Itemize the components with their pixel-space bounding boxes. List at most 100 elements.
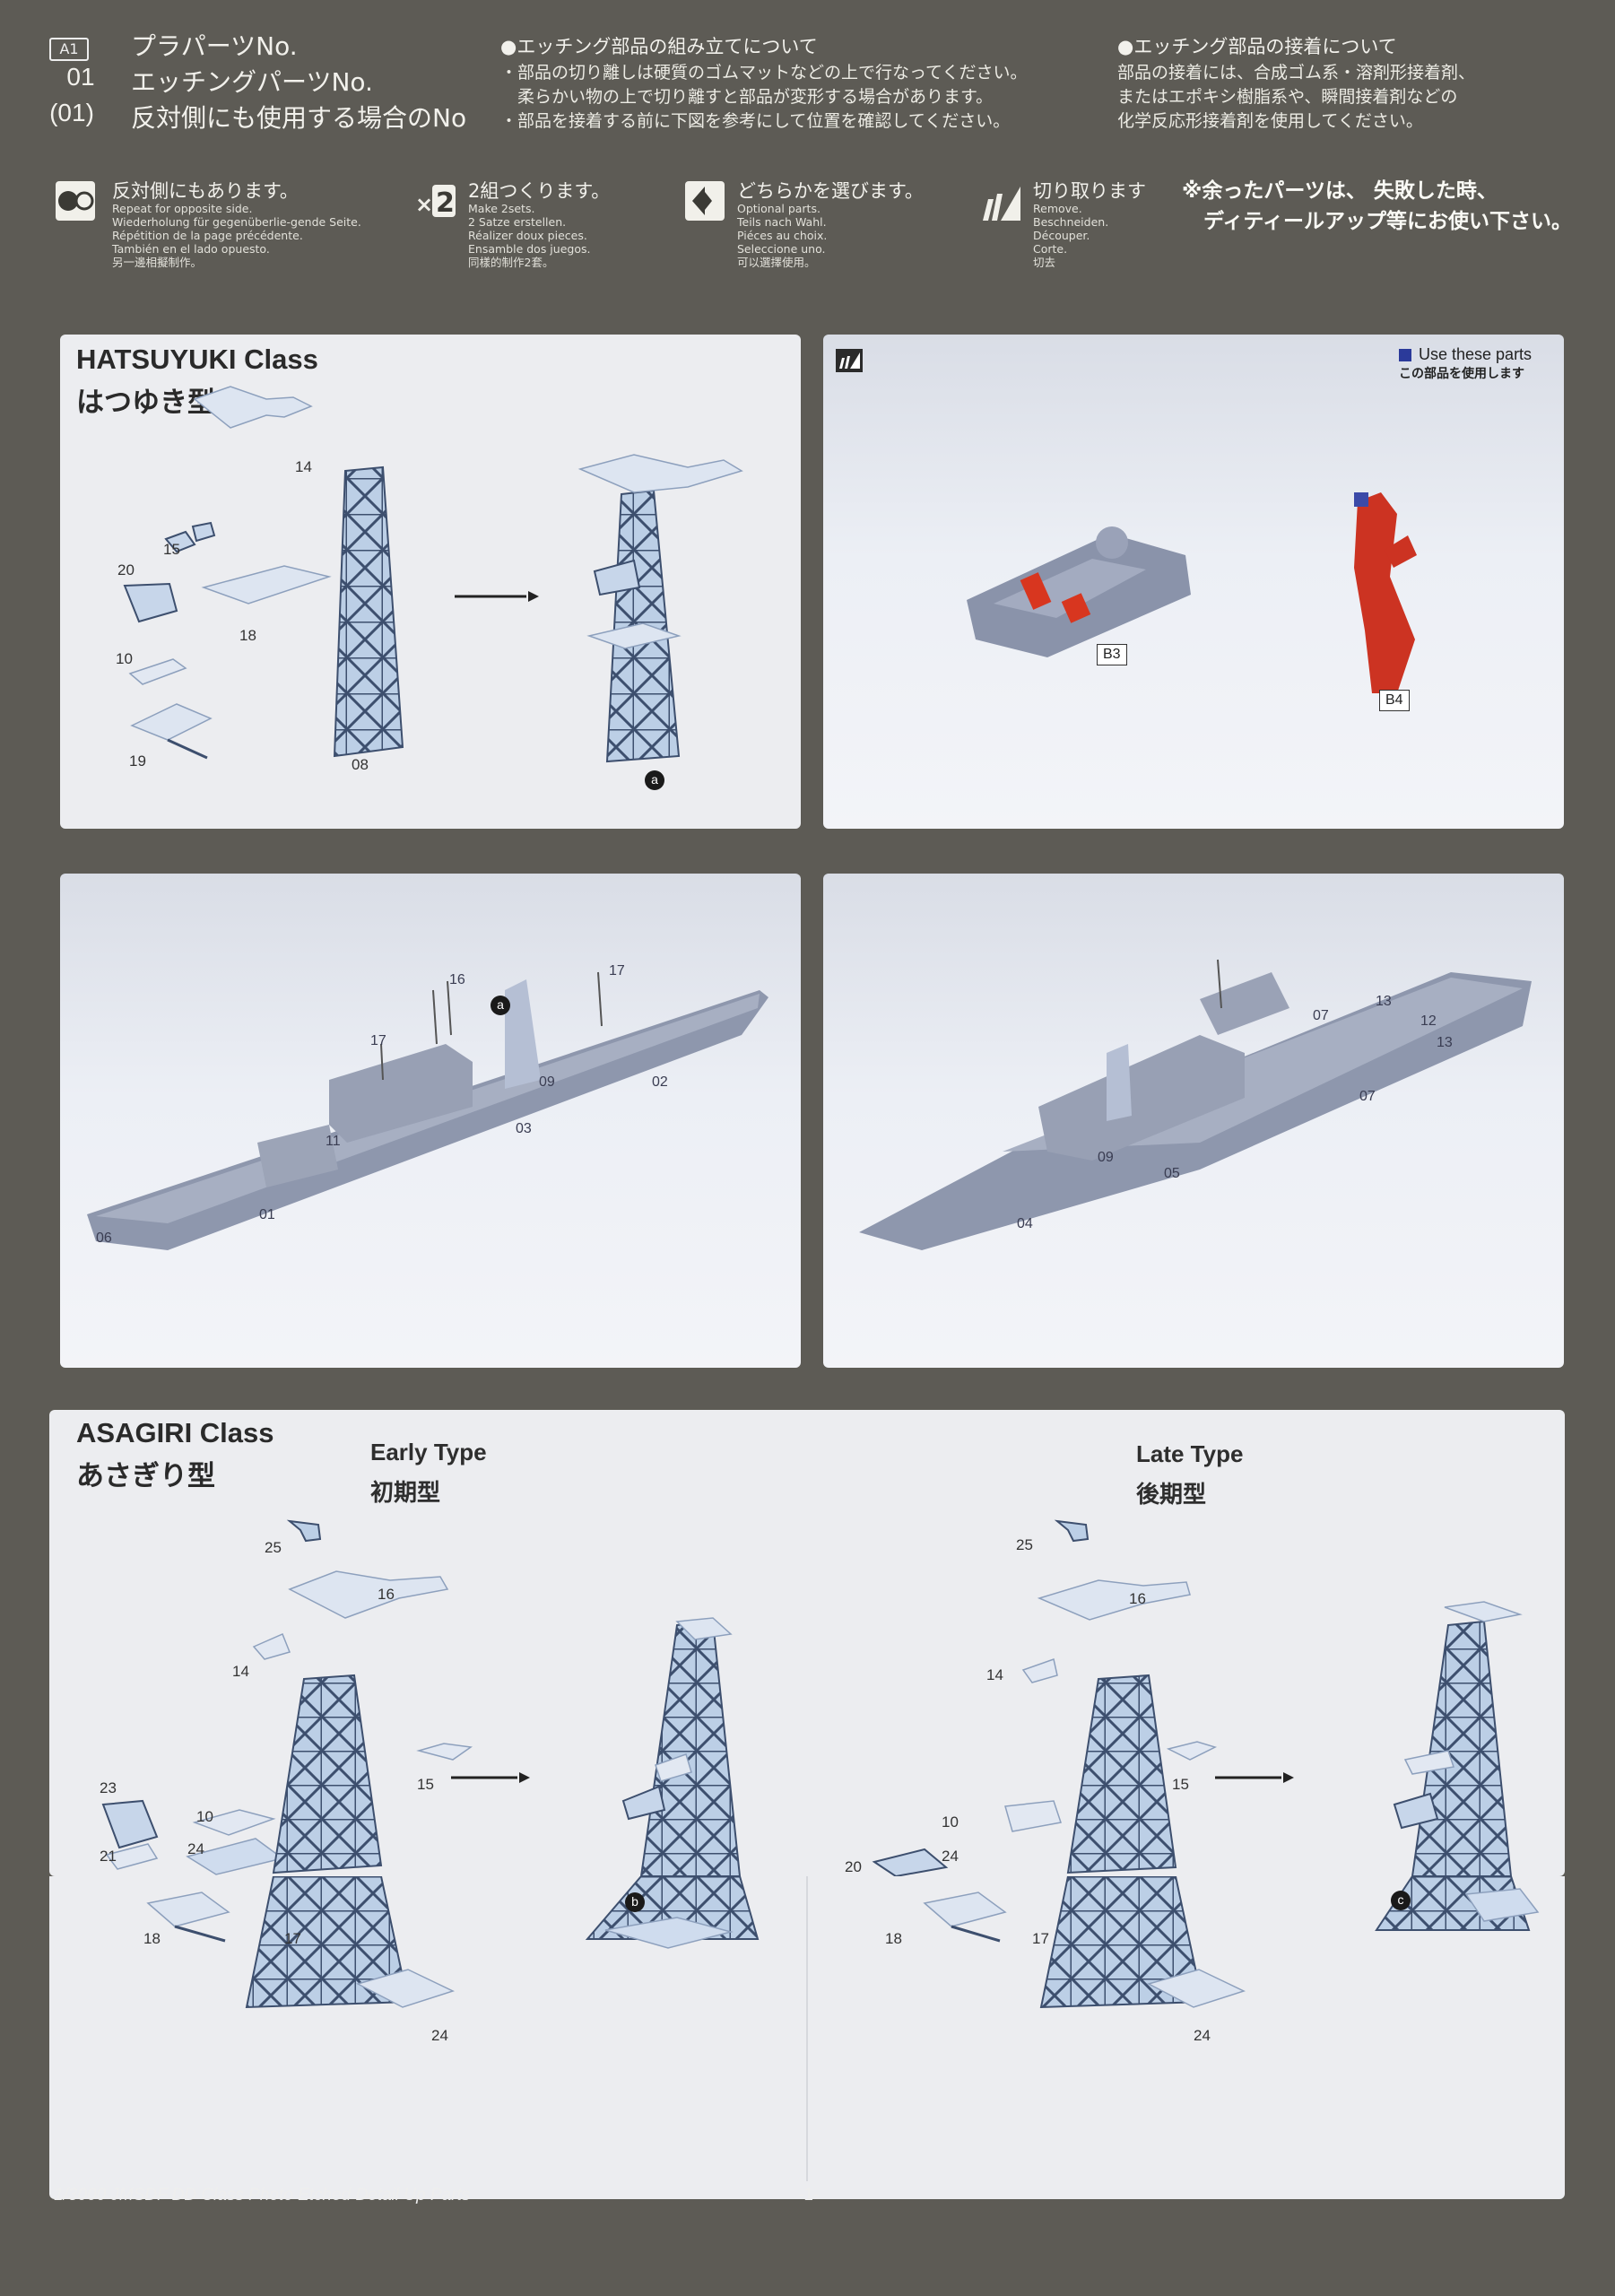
part-label: 18 [239, 627, 256, 644]
remark-line: ※余ったパーツは、 失敗した時、 [1182, 179, 1498, 203]
symbol-opposite-label: 反対側にもあります。 [112, 180, 299, 202]
ship-part-label: 01 [259, 1207, 275, 1222]
parts-photo [836, 349, 1417, 693]
two-sets-icon: × 2 [415, 185, 456, 219]
part-label: 23 [100, 1779, 117, 1796]
symbol-opposite-sub: Repeat for opposite side. Wiederholung f… [112, 202, 361, 269]
sub-line: Make 2sets. [468, 202, 535, 215]
hatsuyuki-assembly-diagram [123, 386, 743, 763]
sub-line: Wiederholung für gegenüberlie-gende Seit… [112, 215, 361, 229]
part-label: 18 [143, 1930, 161, 1947]
late-type-title: Late Type [1136, 1440, 1244, 1467]
ship-part-label: 07 [1359, 1089, 1376, 1104]
assembly-result-marker: c [1391, 1891, 1411, 1910]
ship-part-label: 06 [96, 1231, 112, 1246]
symbol-choice-label: どちらかを選びます。 [737, 180, 924, 202]
part-label: 21 [100, 1848, 117, 1865]
part-label-b4: B4 [1379, 690, 1410, 711]
assembly-notes: ●エッチング部品の組み立てについて ・部品の切り離しは硬質のゴムマットなどの上で… [500, 32, 1128, 132]
ship-part-label: 17 [609, 963, 625, 978]
legend-code-opposite: (01) [49, 99, 94, 126]
part-label: 10 [116, 650, 133, 667]
ship-part-label: 16 [449, 972, 465, 987]
late-type-title-jp: 後期型 [1136, 1482, 1207, 1509]
part-label: 20 [845, 1858, 862, 1875]
early-type-title: Early Type [370, 1439, 487, 1465]
part-label: 15 [163, 541, 180, 558]
ship-part-label: 13 [1376, 994, 1392, 1009]
ship-photo-1 [87, 971, 768, 1250]
glue-note-line: 部品の接着には、合成ゴム系・溶剤形接着剤、 [1117, 63, 1476, 83]
svg-text:×: × [415, 192, 433, 217]
symbol-cut-label: 切り取ります [1033, 180, 1146, 202]
assembly-result-marker: a [645, 770, 664, 790]
part-label: 24 [431, 2027, 448, 2044]
remark-line: ディティールアップ等にお使い下さい。 [1203, 210, 1573, 233]
part-label: 16 [378, 1586, 395, 1603]
part-label: 10 [196, 1808, 213, 1825]
use-note-label: Use these parts [1419, 345, 1533, 363]
part-label: 14 [986, 1666, 1003, 1683]
symbol-cut-sub: Remove. Beschneiden. Découper. Corte. 切去 [1033, 202, 1108, 269]
part-label: 15 [1172, 1776, 1189, 1793]
part-label: 18 [885, 1930, 902, 1947]
cut-icon [983, 187, 1020, 221]
early-type-title-jp: 初期型 [370, 1480, 441, 1507]
part-label: 17 [284, 1930, 301, 1947]
part-label: 24 [187, 1840, 204, 1857]
symbol-opposite-side [54, 179, 97, 222]
assembly-note-line: ・部品を接着する前に下図を参考にして位置を確認してください。 [500, 111, 1011, 131]
glue-note-line: 化学反応形接着剤を使用してください。 [1117, 111, 1423, 131]
use-note-label-jp: この部品を使用します [1399, 367, 1524, 381]
part-label: 20 [117, 561, 135, 578]
sub-line: Teils nach Wahl. [737, 215, 827, 229]
ship-part-label: 05 [1164, 1166, 1180, 1181]
sub-line: Ensamble dos juegos. [468, 242, 591, 256]
symbol-two-sets-sub: Make 2sets. 2 Satze erstellen. Réalizer … [468, 202, 590, 269]
ship-part-label: 09 [1098, 1150, 1114, 1165]
sub-line: Optional parts. [737, 202, 821, 215]
symbol-two-sets: × 2 [414, 179, 457, 222]
page-number: -1- [798, 2186, 820, 2205]
assembly-result-marker: b [625, 1892, 645, 1912]
hatsuyuki-title-jp: はつゆき型 [76, 387, 215, 419]
part-label: 17 [1032, 1930, 1049, 1947]
symbol-two-sets-label: 2組つくります。 [468, 180, 611, 202]
sub-line: Réalizer doux pieces. [468, 229, 587, 242]
asagiri-assembly-diagram-lower [146, 1876, 1540, 2181]
sub-line: 可以選擇使用。 [737, 256, 816, 269]
part-label: 25 [1016, 1536, 1033, 1553]
sub-line: Répétition de la page précédente. [112, 229, 303, 242]
part-label: 16 [1129, 1590, 1146, 1607]
ship-part-label: 07 [1313, 1008, 1329, 1023]
sub-line: Seleccione uno. [737, 242, 826, 256]
ship-part-label: 13 [1437, 1035, 1453, 1050]
assembly-note-line: ・部品の切り離しは硬質のゴムマットなどの上で行なってください。 [500, 63, 1028, 83]
legend-etching-part-no: エッチングパーツNo. [131, 67, 373, 97]
hatsuyuki-title: HATSUYUKI Class [76, 344, 318, 375]
assembly-notes-title: ●エッチング部品の組み立てについて [500, 36, 818, 57]
symbol-choice [683, 179, 726, 222]
choice-icon [685, 181, 725, 221]
asagiri-assembly-diagram [101, 1519, 1523, 1876]
part-label: 10 [942, 1813, 959, 1831]
symbol-cut [979, 181, 1022, 224]
part-label: 24 [1194, 2027, 1211, 2044]
legend-badge: A1 [49, 38, 89, 61]
hatsuyuki-diagram-panel: HATSUYUKI Class はつゆき型 14 [60, 335, 801, 829]
asagiri-diagram-panel: ASAGIRI Class あさぎり型 Early Type 初期型 Late … [49, 1410, 1565, 1876]
part-label: 14 [232, 1663, 249, 1680]
legend-plastic-part-no: プラパーツNo. [131, 31, 298, 61]
part-label: 14 [295, 458, 312, 475]
ship-part-label: 02 [652, 1074, 668, 1090]
footer-product-name: 1/3000 JMSDF DD Class Photo Etched Detai… [54, 2186, 471, 2205]
svg-text:2: 2 [436, 187, 455, 219]
sub-line: Corte. [1033, 242, 1068, 256]
ship-part-label: 12 [1420, 1013, 1437, 1029]
glue-note-line: またはエポキシ樹脂系や、瞬間接着剤などの [1117, 87, 1458, 107]
part-label: 15 [417, 1776, 434, 1793]
legend-opposite-no: 反対側にも使用する場合のNo [131, 103, 467, 133]
sub-line: 切去 [1033, 256, 1056, 269]
parts-photo-panel: Use these parts この部品を使用します B3 B4 [823, 335, 1564, 829]
asagiri-title-jp: あさぎり型 [76, 1460, 215, 1492]
